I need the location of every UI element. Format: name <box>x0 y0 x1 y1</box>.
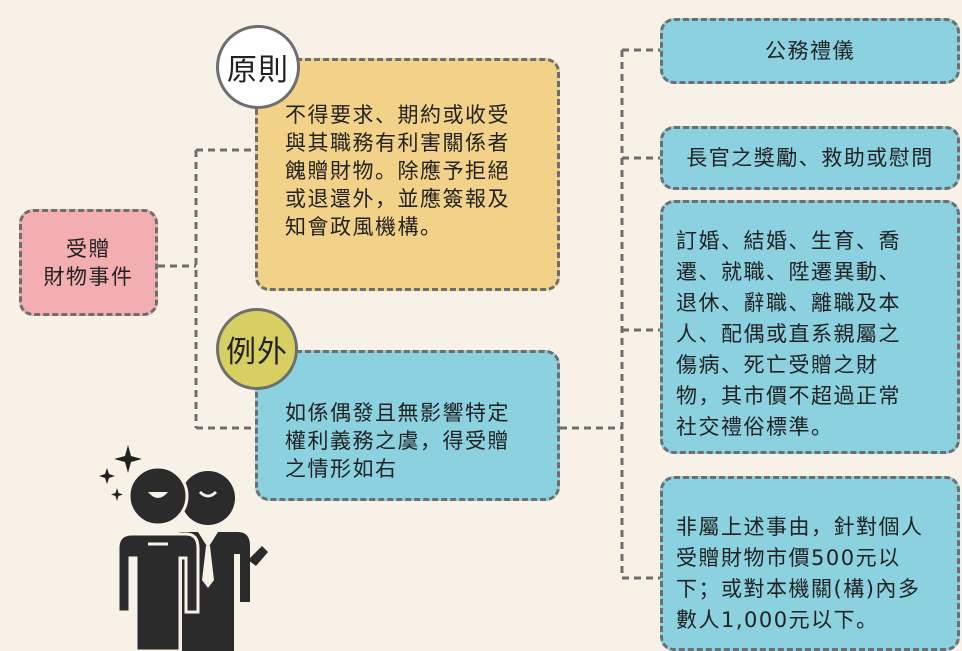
case-line: 公務禮儀 <box>765 39 855 63</box>
sparkle-icon <box>99 445 142 501</box>
case-box-official-etiquette: 公務禮儀 <box>660 18 960 84</box>
exception-line: 權利義務之虞，得受贈 <box>285 429 510 453</box>
case-line: 長官之獎勵、救助或慰問 <box>686 146 934 170</box>
case-line: 下；或對本機關(構)內多 <box>676 577 921 601</box>
case-line: 社交禮俗標準。 <box>676 415 834 439</box>
exception-box: 如係偶發且無影響特定 權利義務之虞，得受贈 之情形如右 <box>255 350 560 501</box>
case-line: 物，其市價不超過正常 <box>676 384 901 408</box>
principle-badge: 原則 <box>216 25 300 109</box>
principle-line: 與其職務有利害關係者 <box>285 131 510 155</box>
exception-badge-label: 例外 <box>226 335 288 370</box>
case-line: 人、配偶或直系親屬之 <box>676 322 901 346</box>
principle-line: 知會政風機構。 <box>285 215 443 239</box>
principle-box: 不得要求、期約或收受 與其職務有利害關係者 餽贈財物。除應予拒絕 或退還外，並應… <box>255 58 560 291</box>
case-line: 訂婚、結婚、生育、喬 <box>676 229 901 253</box>
case-box-superior-reward: 長官之獎勵、救助或慰問 <box>660 126 960 190</box>
principle-line: 餽贈財物。除應予拒絕 <box>285 159 510 183</box>
exception-line: 如係偶發且無影響特定 <box>285 401 510 425</box>
smile <box>198 490 218 498</box>
exception-badge: 例外 <box>216 308 298 390</box>
principle-line: 或退還外，並應簽報及 <box>285 187 510 211</box>
case-line: 傷病、死亡受贈之財 <box>676 353 879 377</box>
principle-line: 不得要求、期約或收受 <box>285 103 510 127</box>
businessmen-icon <box>116 465 268 651</box>
case-line: 遷、就職、陞遷異動、 <box>676 260 901 284</box>
case-box-life-events: 訂婚、結婚、生育、喬 遷、就職、陞遷異動、 退休、辭職、離職及本 人、配偶或直系… <box>660 200 960 454</box>
event-label-line2: 財物事件 <box>43 264 134 289</box>
case-line: 數人1,000元以下。 <box>676 608 879 632</box>
event-box: 受贈 財物事件 <box>19 209 158 316</box>
case-line: 非屬上述事由，針對個人 <box>676 515 924 539</box>
case-line: 受贈財物市價500元以 <box>676 546 901 570</box>
event-label-line1: 受贈 <box>66 236 111 261</box>
exception-line: 之情形如右 <box>285 457 398 481</box>
case-line: 退休、辭職、離職及本 <box>676 291 901 315</box>
case-box-value-limit: 非屬上述事由，針對個人 受贈財物市價500元以 下；或對本機關(構)內多 數人1… <box>660 476 960 651</box>
principle-badge-label: 原則 <box>227 53 289 88</box>
